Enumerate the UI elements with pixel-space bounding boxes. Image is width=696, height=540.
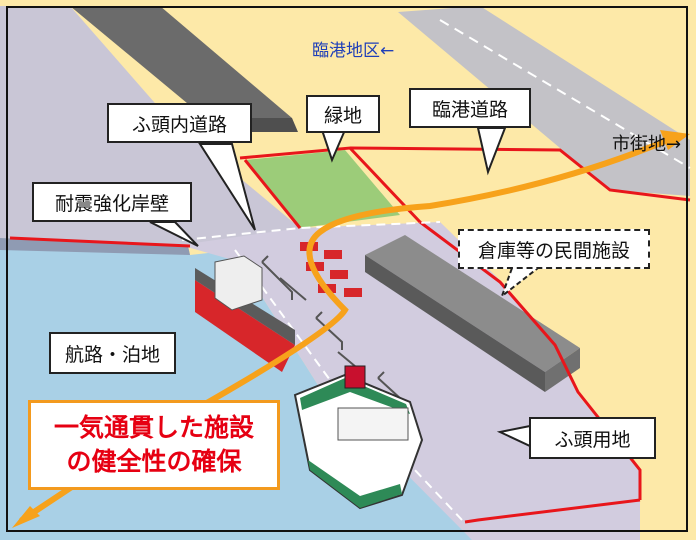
ship-bridge bbox=[214, 255, 263, 311]
rinko-district-label: 臨港地区← bbox=[312, 41, 395, 61]
private-facilities-callout: 倉庫等の民間施設 bbox=[458, 229, 650, 269]
ferry-funnel bbox=[344, 365, 366, 389]
city-area-label: 市街地→ bbox=[612, 134, 682, 155]
channel-anchorage-callout: 航路・泊地 bbox=[49, 332, 176, 374]
emphasis-line-1: 一気通貫した施設 bbox=[53, 413, 254, 442]
flow-arrow bbox=[19, 137, 671, 523]
pier-land-area bbox=[180, 222, 640, 540]
emphasis-box: 一気通貫した施設 の健全性の確保 bbox=[28, 400, 280, 490]
seismic-quay-callout: 耐震強化岸壁 bbox=[32, 182, 192, 222]
pier-internal-road-callout: ふ頭内道路 bbox=[107, 103, 252, 143]
warehouse bbox=[365, 235, 580, 372]
flow-arrowhead-left bbox=[12, 506, 40, 528]
green-space-callout: 緑地 bbox=[306, 95, 380, 133]
road-centerline bbox=[439, 19, 691, 169]
pier-land-callout: ふ頭用地 bbox=[529, 417, 656, 459]
emphasis-line-2: の健全性の確保 bbox=[66, 447, 242, 476]
rinko-road-callout: 臨港道路 bbox=[409, 88, 531, 128]
flow-arrowhead-right bbox=[660, 130, 690, 150]
left-warehouse bbox=[70, 6, 292, 118]
rinko-road-band bbox=[398, 6, 690, 196]
container-ship bbox=[195, 280, 295, 372]
boundary-line bbox=[9, 236, 191, 248]
green-space-area bbox=[245, 150, 400, 228]
quay-edge bbox=[0, 238, 190, 255]
